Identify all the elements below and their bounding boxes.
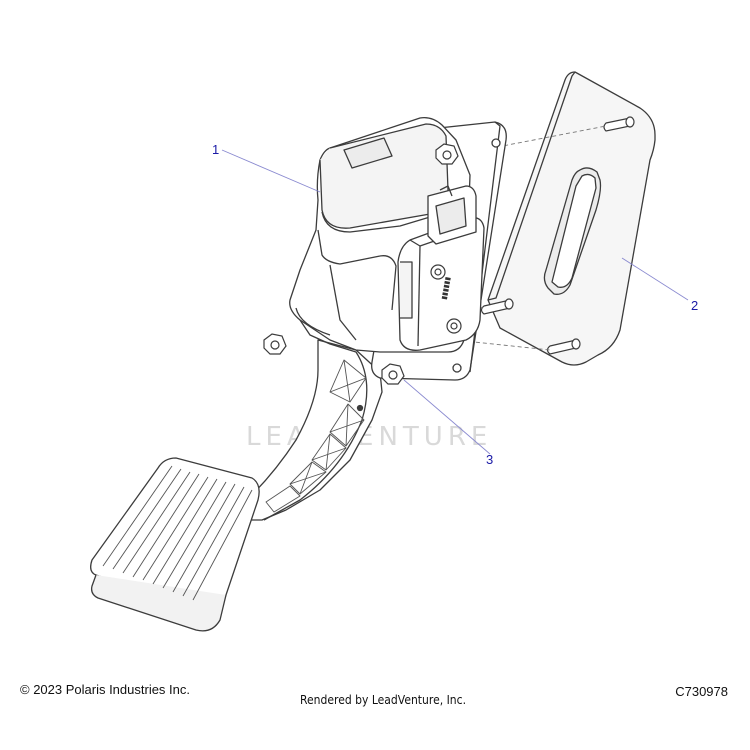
callout-leaders (221, 149, 689, 455)
watermark: LEADVENTURE (246, 422, 492, 452)
throttle-sensor: ▮▮▮▮▮▮ (397, 185, 485, 351)
leader-1 (221, 149, 321, 193)
copyright-text: © 2023 Polaris Industries Inc. (20, 682, 190, 697)
callout-2-label: 2 (691, 298, 698, 313)
svg-text:▮▮▮▮▮▮: ▮▮▮▮▮▮ (440, 276, 452, 300)
leader-3 (403, 379, 491, 455)
plate-studs (480, 116, 635, 355)
sensor-screws (430, 264, 462, 334)
nuts-part-3 (263, 143, 459, 385)
callout-1-label: 1 (212, 142, 219, 157)
pedal-pad (90, 457, 260, 632)
callout-3-label: 3 (486, 452, 493, 467)
pedal-arm (235, 339, 383, 521)
leader-2 (621, 257, 689, 301)
diagram-id: C730978 (675, 684, 728, 699)
mounting-plate-part-2 (487, 71, 656, 366)
rendered-by-text: Rendered by LeadVenture, Inc. (300, 693, 467, 707)
